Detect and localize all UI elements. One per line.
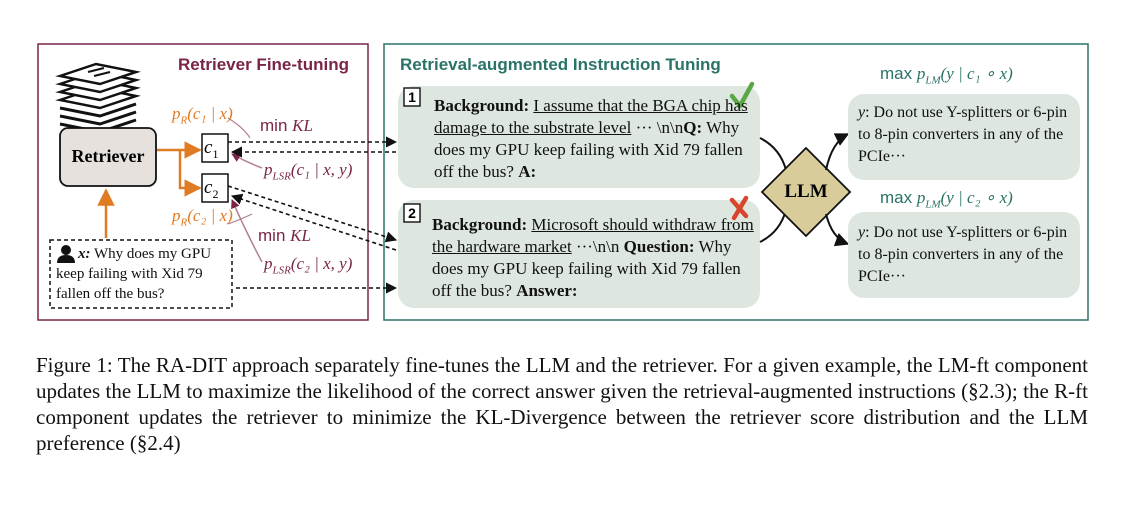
answer-box-1-text: y: Do not use Y-splitters or 6-pin to 8-… bbox=[858, 104, 1068, 165]
box2-to-c2-arrow bbox=[230, 193, 397, 251]
retriever-finetuning-panel bbox=[37, 43, 369, 321]
instruction-box-2-text: Background: Microsoft should withdraw fr… bbox=[432, 215, 754, 300]
document-stack-icon bbox=[55, 62, 141, 134]
ra-dit-diagram bbox=[37, 43, 1089, 321]
plsr-c2-curve bbox=[231, 199, 263, 263]
box-2-number: 2 bbox=[408, 205, 416, 221]
plsr-c1-formula: pLSR(c₁ | x, y) bbox=[264, 160, 353, 183]
answer-box-1 bbox=[848, 94, 1080, 180]
min-kl-label-2: min KL bbox=[258, 226, 311, 245]
answer-box-2-text: y: Do not use Y-splitters or 6-pin to 8-… bbox=[858, 224, 1068, 285]
retriever-label: Retriever bbox=[71, 146, 145, 166]
figure-caption: Figure 1: The RA-DIT approach separately… bbox=[36, 353, 1088, 455]
answer-box-2 bbox=[848, 212, 1080, 298]
pr-c1-curve bbox=[227, 117, 251, 139]
instruction-tuning-title: Retrieval-augmented Instruction Tuning bbox=[400, 55, 721, 74]
c2-box bbox=[201, 173, 229, 203]
retriever-to-c2-arrow bbox=[178, 150, 202, 197]
pr-c2-formula: pR(c₂ | x) bbox=[172, 206, 233, 229]
c2-to-box2-arrow bbox=[227, 185, 398, 243]
llm-to-answer2-arrow bbox=[825, 213, 850, 247]
plsr-c1-curve bbox=[231, 153, 263, 169]
min-kl-label-1: min KL bbox=[260, 116, 313, 135]
cross-icon bbox=[729, 195, 749, 221]
llm-label: LLM bbox=[784, 181, 828, 202]
instruction-box-2 bbox=[398, 200, 760, 308]
person-icon bbox=[57, 245, 75, 263]
c1-label: c1 bbox=[204, 137, 219, 161]
box1-to-llm-curve bbox=[759, 137, 787, 171]
max-plm-c2-formula: max pLM(y | c₂ ∘ x) bbox=[880, 188, 1013, 211]
llm-to-answer1-arrow bbox=[825, 133, 850, 171]
pr-c2-curve bbox=[227, 213, 253, 225]
c1-box bbox=[201, 133, 229, 163]
plsr-c2-formula: pLSR(c₂ | x, y) bbox=[264, 254, 353, 277]
check-icon bbox=[729, 81, 755, 109]
box-1-number-frame bbox=[403, 87, 421, 107]
retriever-finetuning-title: Retriever Fine-tuning bbox=[178, 55, 349, 74]
query-text: x: Why does my GPU keep failing with Xid… bbox=[56, 246, 212, 302]
box2-to-llm-curve bbox=[759, 209, 787, 243]
pr-c1-formula: pR(c₁ | x) bbox=[172, 104, 233, 127]
box-2-number-frame bbox=[403, 203, 421, 223]
c2-label: c2 bbox=[204, 177, 219, 201]
max-plm-c1-formula: max pLM(y | c₁ ∘ x) bbox=[880, 64, 1013, 87]
retriever-box bbox=[59, 127, 157, 187]
query-box bbox=[49, 239, 233, 309]
instruction-box-1-text: Background: I assume that the BGA chip h… bbox=[434, 96, 748, 181]
box-1-number: 1 bbox=[408, 89, 416, 105]
instruction-tuning-panel bbox=[383, 43, 1089, 321]
instruction-box-1 bbox=[398, 86, 760, 188]
llm-diamond bbox=[760, 146, 852, 238]
